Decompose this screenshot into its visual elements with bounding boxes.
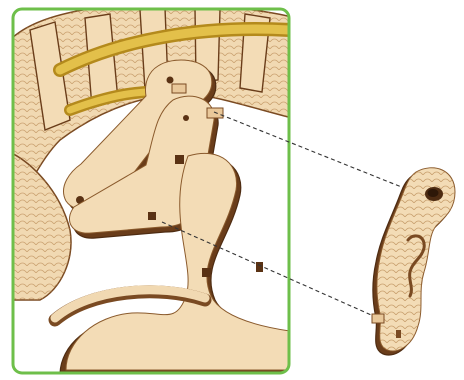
upper-peg-leader (214, 112, 424, 196)
leg-part-top-hole-inner (428, 189, 439, 197)
knee-peg (207, 108, 223, 118)
leg-part (372, 168, 455, 355)
leg-part-peg (372, 314, 384, 323)
leg-part-notch (396, 330, 401, 338)
dinosaur-body-assembly (5, 4, 300, 375)
upper-peg (172, 84, 186, 93)
